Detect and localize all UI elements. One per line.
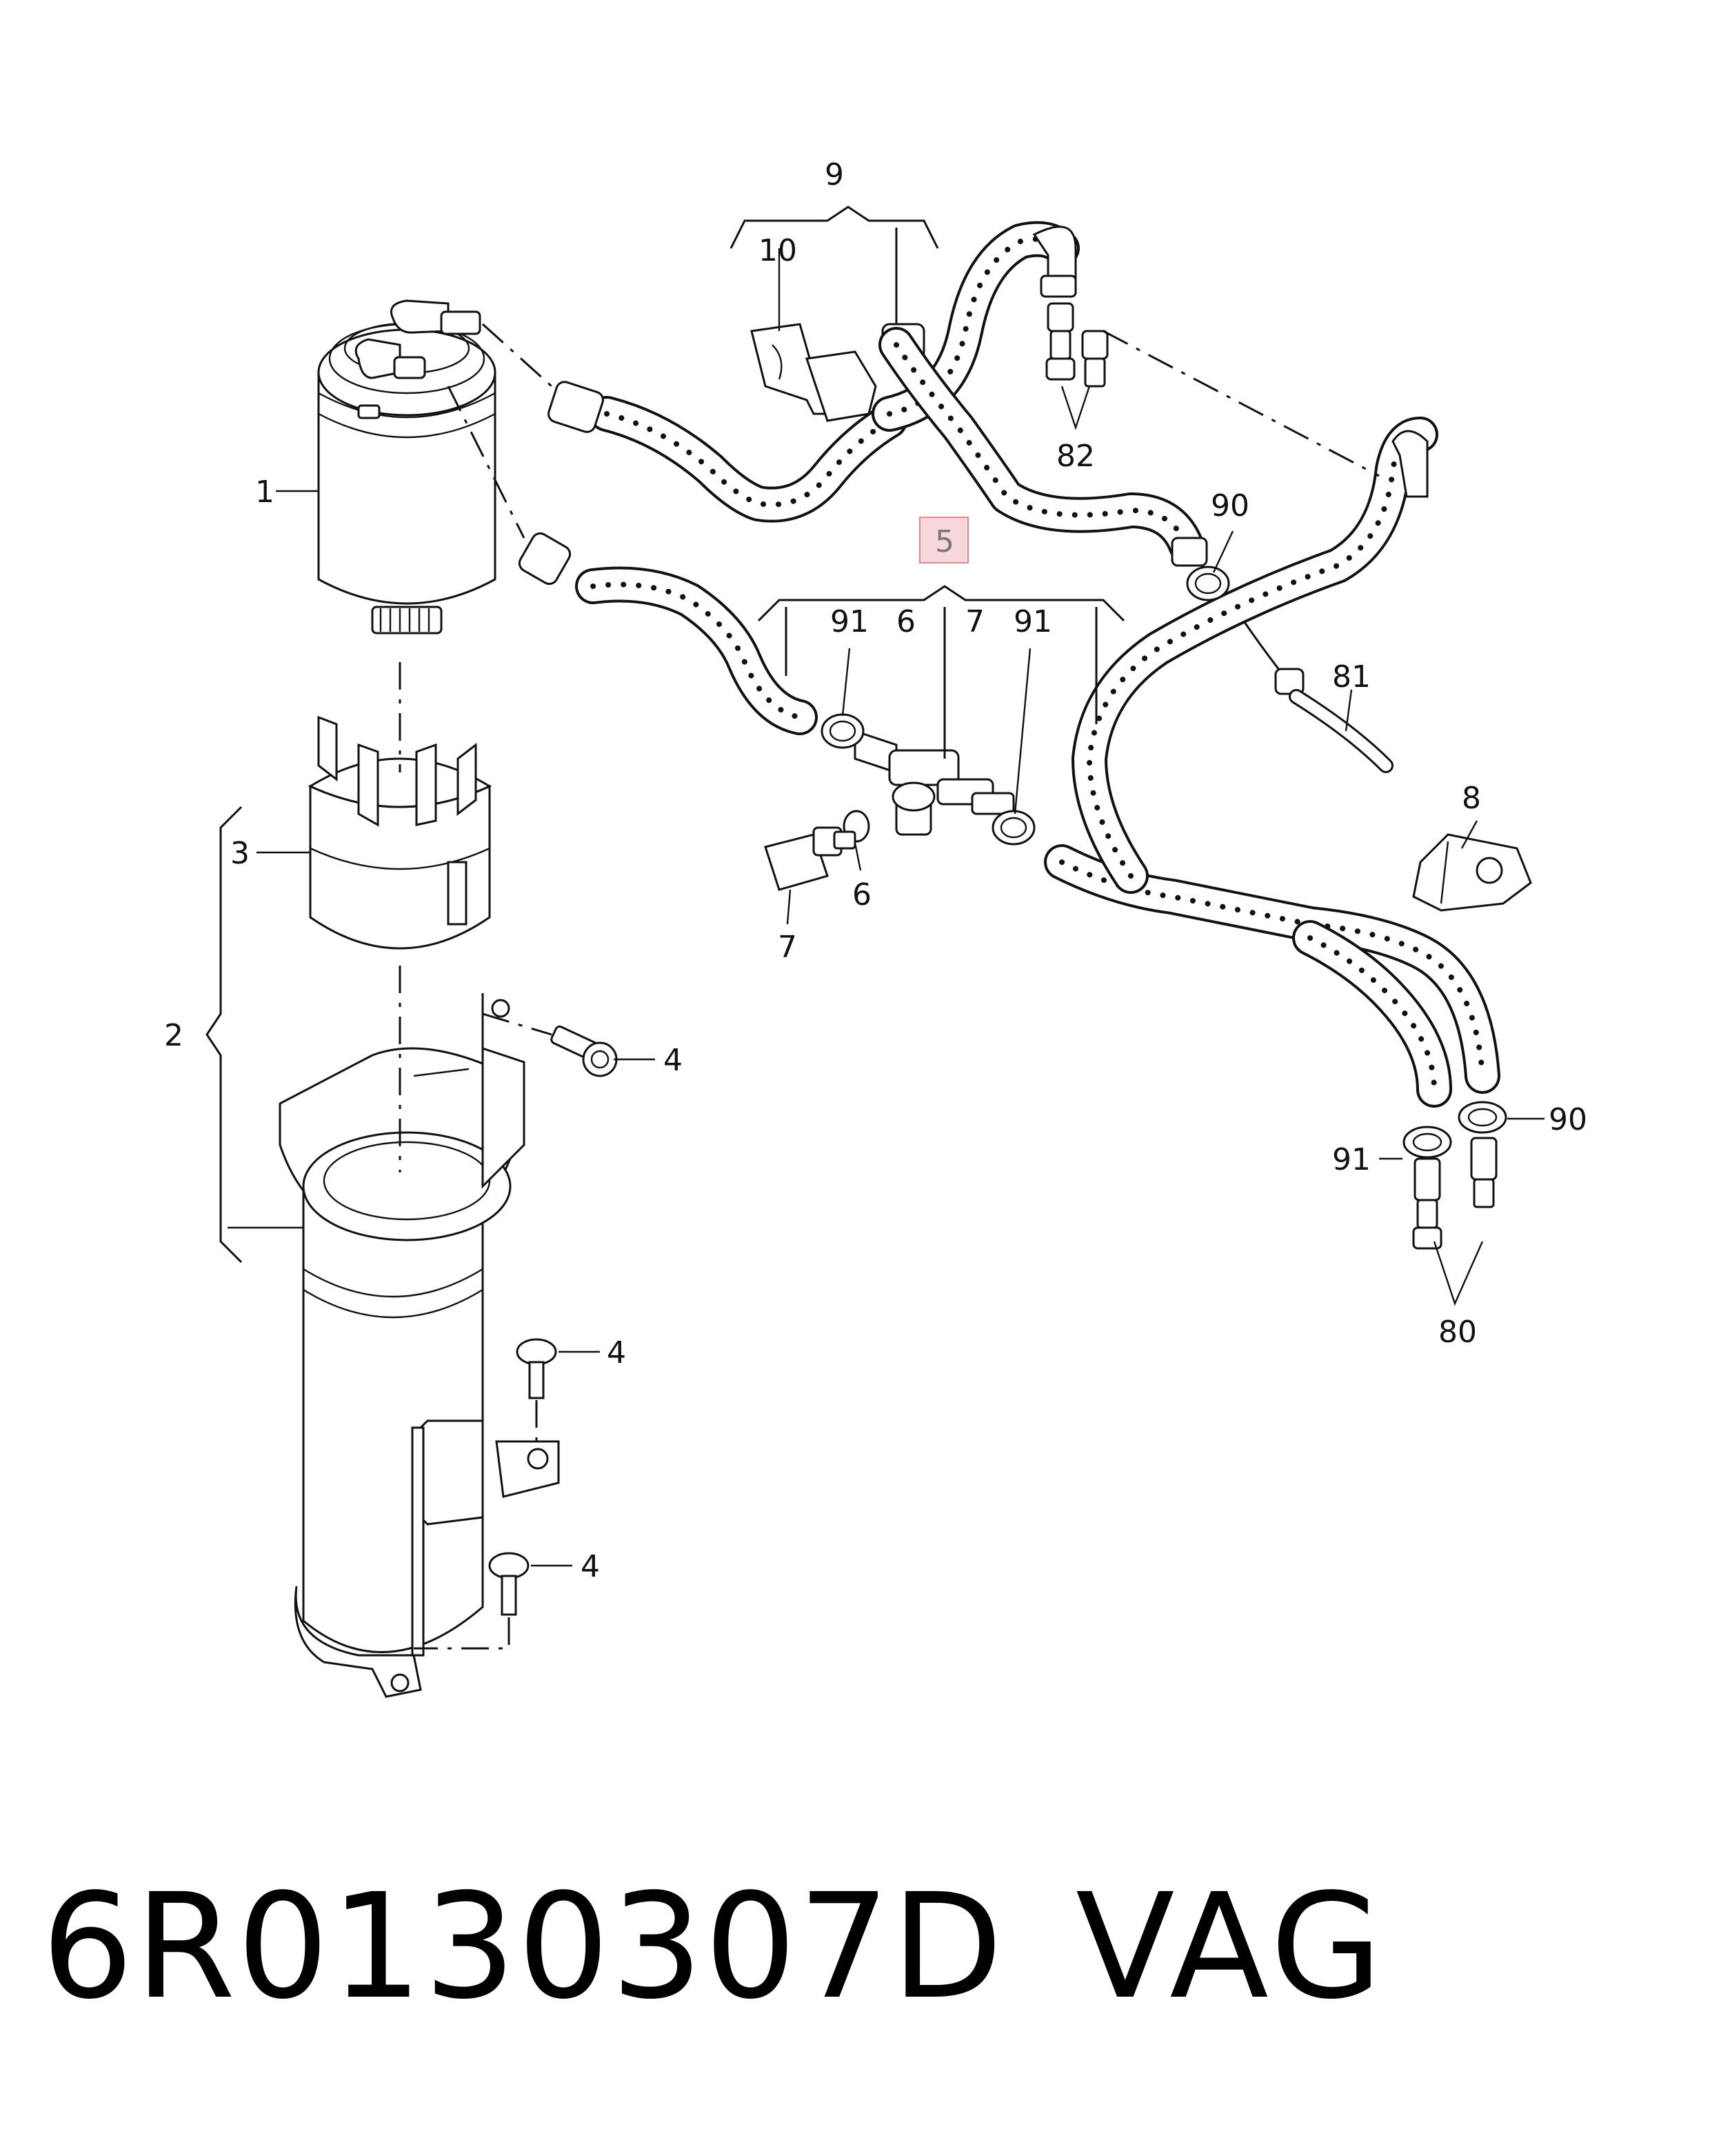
callout-4-lower: 4 bbox=[581, 1549, 600, 1584]
callout-91-lower: 91 bbox=[1332, 1142, 1371, 1177]
callout-90-lower: 90 bbox=[1549, 1102, 1587, 1137]
bolt-4-middle bbox=[516, 1338, 557, 1399]
callout-1: 1 bbox=[255, 475, 274, 510]
group-bracket-2 bbox=[205, 806, 243, 1264]
hose-clamp-91-right bbox=[992, 810, 1036, 846]
bolt-4-upper bbox=[550, 1025, 618, 1077]
assembly-guide-lines bbox=[399, 323, 1380, 1650]
hose-clamp-90-upper bbox=[1186, 566, 1230, 601]
hose-filter-to-tee bbox=[518, 532, 818, 735]
hose-clamp-91-lower bbox=[1402, 1126, 1452, 1159]
callout-91-right: 91 bbox=[1014, 604, 1052, 639]
callout-7-group: 7 bbox=[965, 604, 985, 639]
callout-80: 80 bbox=[1438, 1315, 1477, 1350]
callout-6-group: 6 bbox=[896, 604, 916, 639]
fuel-filter bbox=[317, 299, 496, 635]
callout-4-middle: 4 bbox=[607, 1335, 626, 1370]
callout-3: 3 bbox=[230, 836, 250, 871]
callout-labels: 1 2 3 4 4 4 5 6 6 7 7 8 9 10 80 81 82 90… bbox=[164, 157, 1587, 1584]
hose-main-long bbox=[1044, 417, 1500, 1108]
exploded-view-drawing: 1 2 3 4 4 4 5 6 6 7 7 8 9 10 80 81 82 90… bbox=[164, 157, 1587, 1698]
callout-5: 5 bbox=[935, 524, 954, 559]
callout-9: 9 bbox=[825, 157, 844, 192]
group-bracket-9 bbox=[730, 206, 939, 324]
leader-lines bbox=[228, 248, 1545, 1567]
group-bracket-5 bbox=[757, 585, 1125, 759]
brand-name: VAG bbox=[1076, 1862, 1387, 2031]
callout-2: 2 bbox=[164, 1018, 183, 1053]
bolt-4-lower bbox=[488, 1552, 530, 1616]
callout-82: 82 bbox=[1056, 439, 1095, 474]
hose-return-line bbox=[878, 327, 1394, 773]
part-number: 6R0130307D bbox=[41, 1862, 1005, 2031]
callout-10: 10 bbox=[758, 233, 797, 268]
connector-80 bbox=[1412, 1137, 1498, 1250]
highlight-box-5 bbox=[919, 517, 969, 563]
hose-clamp-91-left bbox=[821, 713, 865, 749]
footer: 6R0130307D VAG bbox=[41, 1862, 1682, 2031]
callout-4-upper: 4 bbox=[663, 1043, 683, 1078]
callout-6: 6 bbox=[852, 877, 872, 912]
hose-mount-8 bbox=[1412, 833, 1532, 912]
callout-81: 81 bbox=[1332, 659, 1371, 695]
filter-housing-lower bbox=[279, 993, 560, 1698]
filter-bracket-upper bbox=[308, 715, 492, 950]
callout-8: 8 bbox=[1462, 781, 1481, 816]
t-connector-assembly bbox=[854, 729, 1015, 836]
callout-91-left: 91 bbox=[830, 604, 869, 639]
connector-82 bbox=[1045, 302, 1109, 388]
callout-90-upper: 90 bbox=[1211, 488, 1249, 523]
hose-clip-10 bbox=[750, 323, 877, 422]
temperature-sensor-7 bbox=[764, 826, 856, 891]
callout-7: 7 bbox=[778, 930, 797, 965]
hose-clamp-90-lower bbox=[1458, 1101, 1507, 1134]
